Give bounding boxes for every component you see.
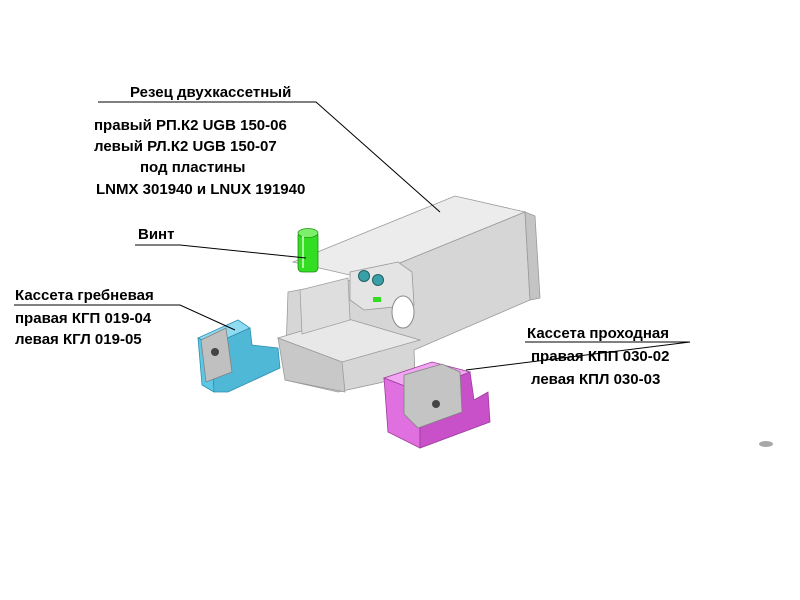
- pass-screw-hole: [432, 400, 440, 408]
- pass-cassette: [382, 361, 491, 449]
- cutter-inserts-label: под пластины: [140, 159, 246, 176]
- pass-title-label: Кассета проходная: [527, 325, 669, 342]
- cutter-left-label: левый РЛ.К2 UGB 150-07: [94, 138, 277, 155]
- cutter-bore: [391, 295, 415, 329]
- cutter-right-face: [524, 211, 541, 301]
- cutter-pocket: [299, 277, 351, 335]
- leader-lines: [14, 101, 691, 371]
- comb-screw-hole: [211, 348, 219, 356]
- pass-right-label: правая КПП 030-02: [531, 348, 670, 365]
- comb-right-label: правая КГП 019-04: [15, 310, 152, 327]
- leader-cutter: [98, 101, 441, 213]
- pass-left-label: левая КПЛ 030-03: [531, 371, 661, 388]
- cutter-body: [276, 195, 541, 393]
- pass-insert-seat: [403, 363, 463, 429]
- leader-screw: [135, 244, 307, 259]
- screw-label: Винт: [138, 226, 175, 243]
- comb-side: [211, 327, 281, 393]
- screw-shank: [297, 231, 319, 273]
- comb-cassette: [197, 319, 281, 393]
- cutter-right-label: правый РП.К2 UGB 150-06: [94, 117, 287, 134]
- clamp-screw-head-2: [372, 274, 384, 286]
- leader-comb: [14, 304, 236, 331]
- screw-head: [297, 228, 319, 238]
- clamp-screw-head-1: [358, 270, 370, 282]
- clamp-screw-tip: [373, 297, 381, 302]
- leader-pass: [465, 341, 691, 371]
- cutter-title-label: Резец двухкассетный: [130, 84, 292, 101]
- screw-part: [297, 228, 319, 273]
- comb-left-label: левая КГЛ 019-05: [15, 331, 142, 348]
- cutter-step-front: [277, 337, 346, 393]
- cutter-insert-codes-label: LNMX 301940 и LNUX 191940: [96, 181, 306, 198]
- comb-title-label: Кассета гребневая: [15, 287, 154, 304]
- stray-mark: [759, 441, 773, 447]
